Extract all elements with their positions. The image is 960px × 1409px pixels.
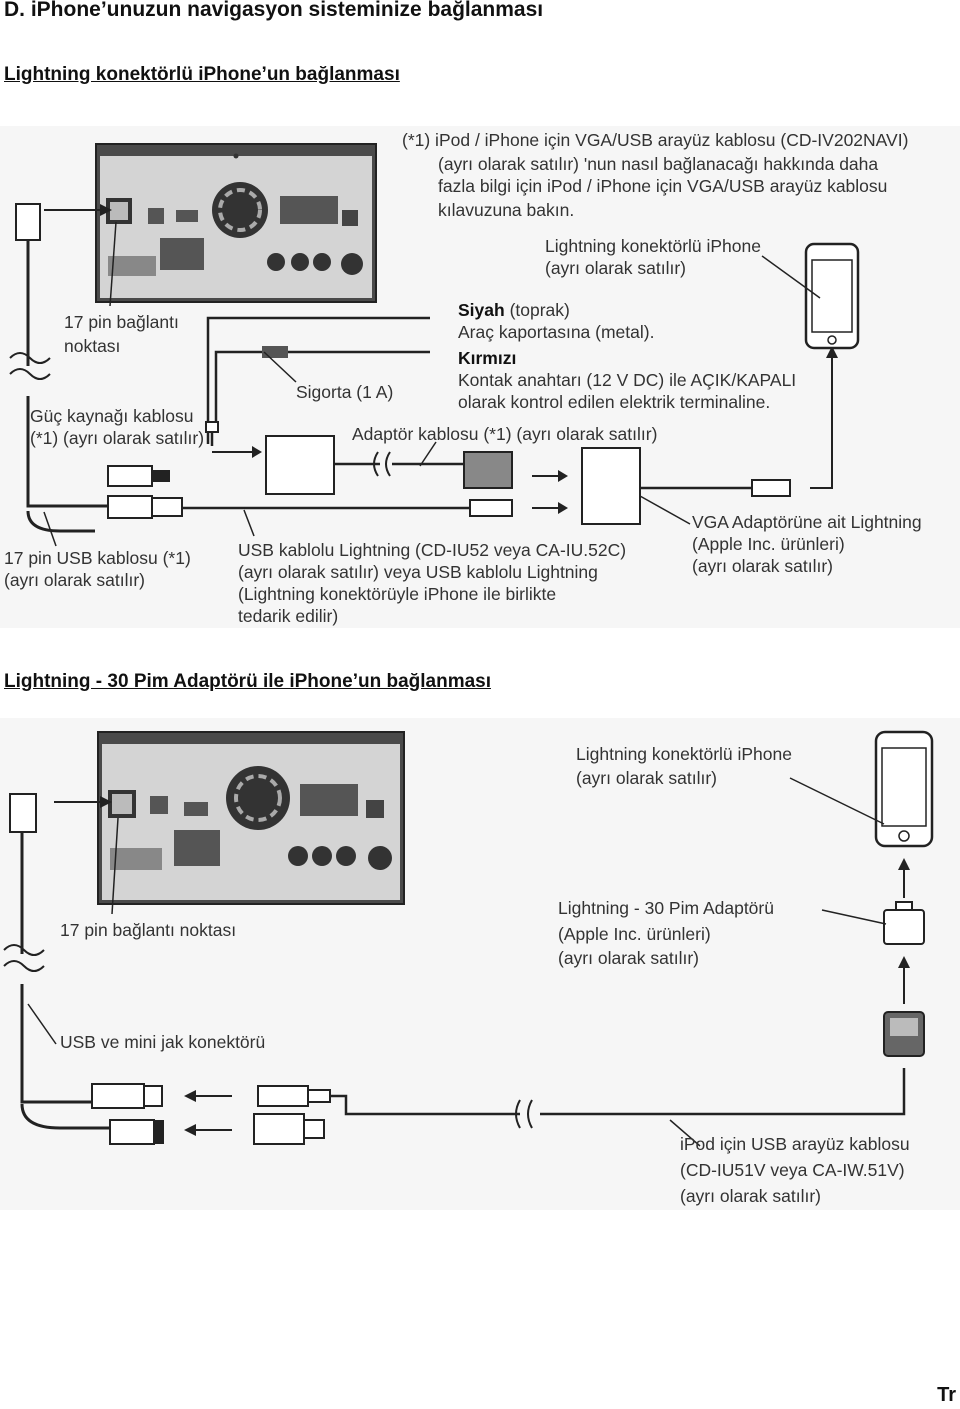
diagram2-heading: Lightning - 30 Pim Adaptörü ile iPhone’u… (4, 671, 491, 692)
usb-lightning-label-1: USB kablolu Lightning (CD-IU52 veya CA-I… (238, 540, 626, 560)
mini-connector (107, 465, 153, 487)
ipod-label-2: (CD-IU51V veya CA-IW.51V) (680, 1160, 905, 1180)
lightning-30pin-adapter (883, 909, 925, 945)
pin17-plug (15, 203, 41, 241)
note-line4: kılavuzuna bakın. (438, 200, 574, 220)
black-wire-label: Siyah (toprak) (458, 300, 570, 320)
pin17-plug-2 (9, 793, 37, 833)
ipod-label-3: (ayrı olarak satılır) (680, 1186, 821, 1206)
iphone-device (804, 242, 860, 350)
usb-lightning-label-2: (ayrı olarak satılır) veya USB kablolu L… (238, 562, 598, 582)
vga-label-3: (ayrı olarak satılır) (692, 556, 833, 576)
usb17-label-1: 17 pin USB kablosu (*1) (4, 548, 191, 568)
fuse (262, 346, 288, 358)
diagram1-heading: Lightning konektörlü iPhone’un bağlanmas… (4, 64, 400, 85)
usb-mini-cable (20, 832, 110, 1130)
iphone-label-2-1: Lightning konektörlü iPhone (576, 744, 792, 764)
iphone-label-2-2: (ayrı olarak satılır) (576, 768, 717, 788)
iphone-label-2: (ayrı olarak satılır) (545, 258, 686, 278)
red-wire-desc-2: olarak kontrol edilen elektrik terminali… (458, 392, 770, 412)
vga-adapter (581, 447, 641, 525)
vga-connector (463, 451, 513, 489)
mini-jack-plug (257, 1085, 309, 1107)
note-line2: (ayrı olarak satılır) 'nun nasıl bağlana… (438, 154, 878, 174)
vga-label-1: VGA Adaptörüne ait Lightning (692, 512, 922, 532)
adapter-cable-label: Adaptör kablosu (*1) (ayrı olarak satılı… (352, 424, 657, 444)
cable-break (9, 352, 51, 380)
usb-connector (107, 495, 153, 519)
usb-plug (253, 1113, 305, 1145)
adapter-box (265, 435, 335, 495)
head-unit-panel (95, 143, 377, 303)
power-label-2: (*1) (ayrı olarak satılır) (30, 428, 204, 448)
vga-label-2: (Apple Inc. ürünleri) (692, 534, 845, 554)
head-unit-panel-2 (97, 731, 405, 905)
power-label-1: Güç kaynağı kablosu (30, 406, 193, 426)
black-wire-desc: Araç kaportasına (metal). (458, 322, 654, 342)
fuse-label: Sigorta (1 A) (296, 382, 393, 402)
note-line3: fazla bilgi için iPod / iPhone için VGA/… (438, 176, 887, 196)
iphone-label-1: Lightning konektörlü iPhone (545, 236, 761, 256)
usb-female-connector (109, 1119, 155, 1145)
ipod-label-1: iPod için USB arayüz kablosu (680, 1134, 910, 1154)
adapter-label-2: (Apple Inc. ürünleri) (558, 924, 711, 944)
note-line1: (*1) iPod / iPhone için VGA/USB arayüz k… (402, 130, 908, 150)
language-code: Tr (937, 1384, 956, 1406)
power-cable (206, 316, 430, 446)
usb-lightning-label-4: tedarik edilir) (238, 606, 338, 626)
diagram1: (*1) iPod / iPhone için VGA/USB arayüz k… (0, 126, 960, 628)
adapter-label-3: (ayrı olarak satılır) (558, 948, 699, 968)
pin17-label-1: 17 pin bağlantı (64, 312, 179, 332)
red-wire-desc-1: Kontak anahtarı (12 V DC) ile AÇIK/KAPAL… (458, 370, 796, 390)
section-title: D. iPhone’unuzun navigasyon sisteminize … (4, 0, 544, 21)
adapter-label-1: Lightning - 30 Pim Adaptörü (558, 898, 774, 918)
red-wire-label: Kırmızı (458, 348, 516, 368)
pin17-label-2: noktası (64, 336, 120, 356)
pin17-label-2: 17 pin bağlantı noktası (60, 920, 236, 940)
usb-lightning-label-3: (Lightning konektörüyle iPhone ile birli… (238, 584, 556, 604)
usb17-label-2: (ayrı olarak satılır) (4, 570, 145, 590)
diagram2: Lightning konektörlü iPhone (ayrı olarak… (0, 718, 960, 1210)
usb-mini-label: USB ve mini jak konektörü (60, 1032, 265, 1052)
mini-jack-connector (91, 1083, 145, 1109)
iphone-device-2 (874, 730, 934, 848)
